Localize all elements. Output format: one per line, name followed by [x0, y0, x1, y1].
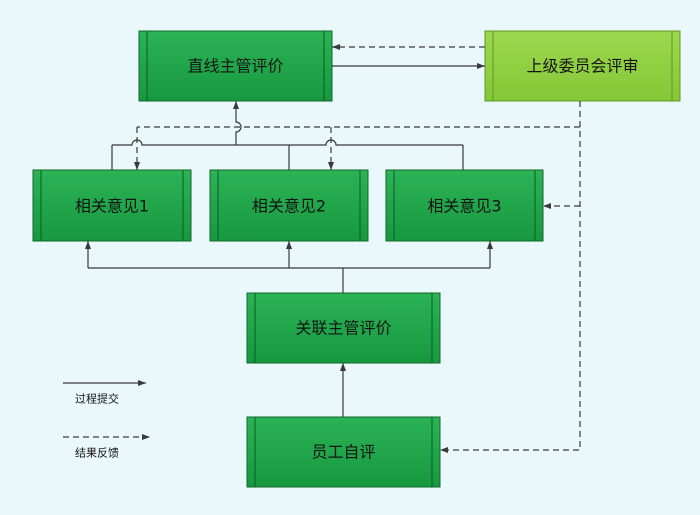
- node-self-review-box: [246, 416, 441, 488]
- legend: 过程提交 结果反馈: [63, 379, 150, 460]
- node-related-manager: 关联主管评价: [246, 292, 441, 364]
- feedback-committee-to-self: [440, 101, 581, 454]
- node-direct-manager-box: [138, 30, 333, 102]
- connector-opinions-to-direct: [232, 101, 242, 145]
- node-committee-label: 上级委员会评审: [526, 57, 638, 76]
- node-direct-manager: 直线主管评价: [138, 30, 333, 102]
- legend-dashed-label: 结果反馈: [75, 447, 119, 460]
- node-self-review: 员工自评: [246, 416, 441, 488]
- node-opinion-2-label: 相关意见2: [252, 197, 326, 216]
- node-related-manager-label: 关联主管评价: [295, 319, 391, 338]
- node-opinion-1: 相关意见1: [32, 169, 192, 242]
- solid-connectors: [84, 62, 494, 417]
- node-committee-box: [484, 30, 681, 102]
- node-opinion-1-label: 相关意见1: [75, 197, 149, 216]
- node-opinion-1-box: [32, 169, 192, 242]
- connector-opinion-bus: [112, 139, 463, 146]
- node-direct-manager-label: 直线主管评价: [187, 57, 283, 76]
- node-opinion-3-label: 相关意见3: [427, 197, 501, 216]
- node-opinion-3: 相关意见3: [385, 169, 544, 242]
- node-self-review-label: 员工自评: [311, 443, 375, 462]
- node-opinion-2: 相关意见2: [209, 169, 369, 242]
- node-related-manager-box: [246, 292, 441, 364]
- legend-solid-label: 过程提交: [75, 392, 119, 406]
- dashed-connectors: [133, 43, 581, 454]
- node-committee: 上级委员会评审: [484, 30, 681, 102]
